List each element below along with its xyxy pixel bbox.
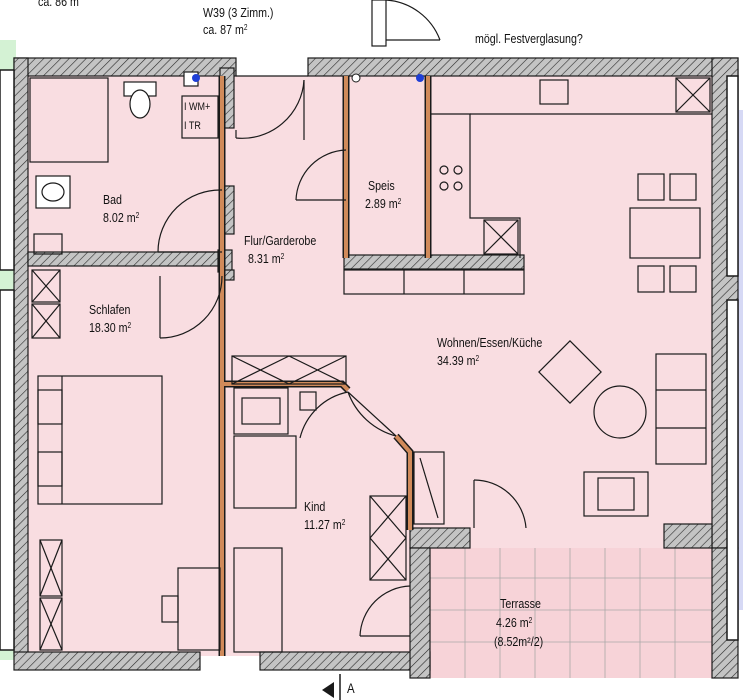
room-area-flur: 8.31 m2 — [248, 251, 285, 266]
unit-name: W39 (3 Zimm.) — [203, 5, 274, 20]
room-note-terrasse: (8.52m²/2) — [494, 634, 544, 649]
room-area-terrasse: 4.26 m2 — [496, 615, 533, 630]
section-marker — [322, 674, 341, 700]
neighbor-unit-right — [738, 110, 743, 610]
unit-area: ca. 87 m2 — [203, 22, 248, 37]
water-pipe-icon — [192, 74, 200, 82]
wall-columns — [0, 69, 739, 651]
room-name-terrasse: Terrasse — [500, 596, 541, 611]
room-name-wohnen: Wohnen/Essen/Küche — [437, 335, 543, 350]
terrace-tiles — [430, 548, 712, 678]
glazing-note: mögl. Festverglasung? — [475, 31, 583, 46]
partial-unit-area: ca. 86 m — [38, 0, 79, 9]
room-name-schlafen: Schlafen — [89, 302, 131, 317]
kitchen-counter — [343, 77, 712, 295]
room-name-bad: Bad — [103, 192, 122, 207]
dryer-label: I TR — [184, 120, 201, 132]
water-pipe-icon — [416, 74, 424, 82]
room-name-speis: Speis — [368, 178, 395, 193]
bathroom-fixtures — [29, 71, 219, 255]
doors — [157, 79, 527, 637]
living-furniture — [413, 173, 707, 525]
room-name-kind: Kind — [304, 499, 326, 514]
room-area-bad: 8.02 m2 — [103, 210, 140, 225]
room-area-schlafen: 18.30 m2 — [89, 320, 132, 335]
bedroom-furniture — [31, 269, 221, 651]
terrace-floor — [430, 548, 712, 678]
drain-icon — [351, 73, 361, 83]
top-door-opening — [236, 0, 441, 77]
room-area-wohnen: 34.39 m2 — [437, 353, 480, 368]
washing-machine-label: I WM+ — [184, 101, 211, 113]
child-room-furniture — [231, 355, 407, 653]
room-area-kind: 11.27 m2 — [304, 517, 346, 532]
section-label: A — [347, 680, 355, 696]
room-area-speis: 2.89 m2 — [365, 196, 402, 211]
room-name-flur: Flur/Garderobe — [244, 233, 317, 248]
